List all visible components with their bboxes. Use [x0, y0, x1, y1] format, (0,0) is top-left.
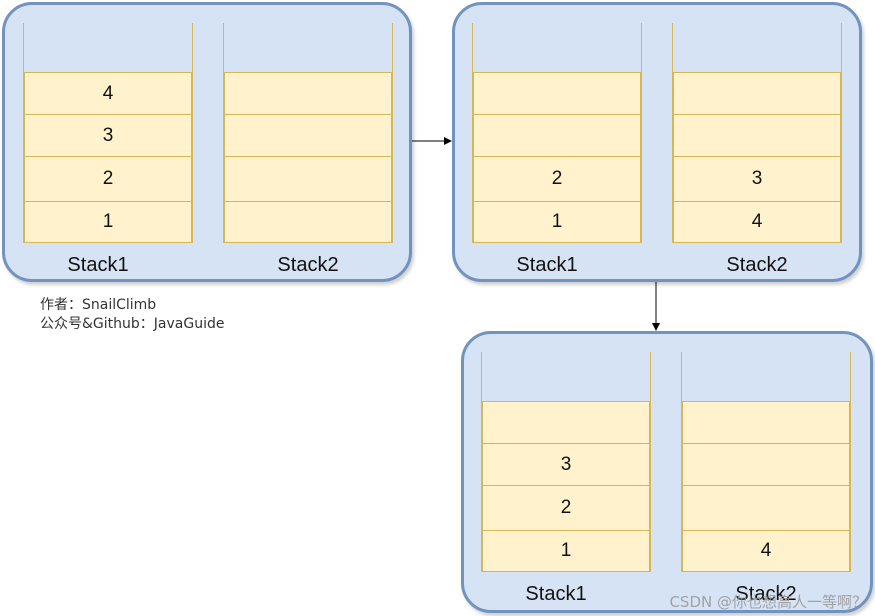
stack1-cell-2: 1 — [482, 530, 650, 572]
stack1-cell-3: 2 — [482, 485, 650, 531]
stack1-cell-3: 2 — [473, 156, 641, 202]
stack1-label: Stack1 — [516, 254, 578, 276]
author-caption: 作者：SnailClimb 公众号&Github：JavaGuide — [40, 296, 224, 334]
stack1-cell-2: 1 — [24, 201, 192, 243]
csdn-watermark: CSDN @你也想高人一等啊？ — [669, 593, 867, 611]
stack1-column: 2 1 — [472, 23, 642, 243]
stack2-column — [223, 23, 393, 243]
stack2-label: Stack2 — [726, 254, 788, 276]
stack1-cell-5 — [482, 401, 650, 444]
account-line: 公众号&Github：JavaGuide — [40, 316, 225, 332]
stack2-label: Stack2 — [277, 254, 339, 276]
stack2-cell-3 — [682, 485, 850, 531]
stack2-column: 3 4 — [672, 23, 842, 243]
stack2-label: Stack2 — [735, 583, 797, 605]
stack2-cell-2 — [224, 201, 392, 243]
stack2-cell-4 — [224, 114, 392, 157]
stack1-column: 4 3 2 1 — [23, 23, 193, 243]
stack2-cell-2: 4 — [682, 530, 850, 572]
author-line: 作者：SnailClimb — [40, 297, 157, 313]
stack2-cell-5 — [224, 72, 392, 115]
stack2-cell-4 — [682, 443, 850, 486]
stack1-cell-2: 1 — [473, 201, 641, 243]
panel-initial-state: 4 3 2 1 Stack1 Stack2 — [2, 2, 412, 282]
stack1-label: Stack1 — [525, 583, 587, 605]
panel-push-state: 3 2 1 4 Stack1 Stack2 — [461, 331, 873, 613]
stack1-label: Stack1 — [67, 254, 129, 276]
stack2-cell-2: 4 — [673, 201, 841, 243]
stack2-cell-5 — [682, 401, 850, 444]
stack2-column: 4 — [681, 352, 851, 572]
panel-transfer-state: 2 1 3 4 Stack1 Stack2 — [452, 2, 862, 282]
stack2-cell-3: 3 — [673, 156, 841, 202]
stack1-column: 3 2 1 — [481, 352, 651, 572]
